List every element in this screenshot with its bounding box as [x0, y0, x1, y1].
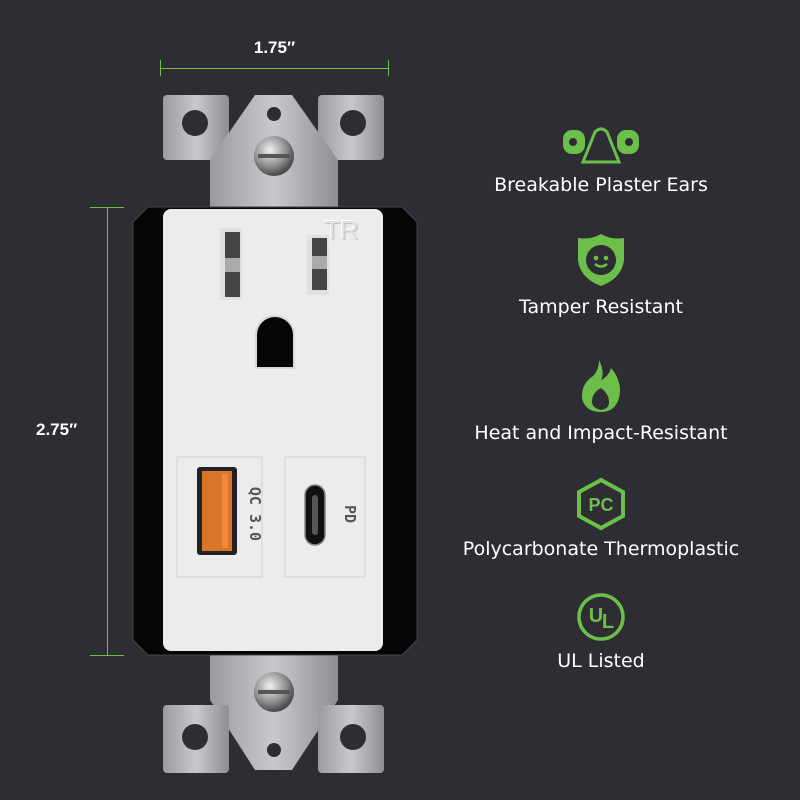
svg-text:PC: PC	[588, 495, 613, 515]
usb-a-label: QC 3.0	[246, 486, 264, 542]
feature-label: Heat and Impact-Resistant	[474, 422, 728, 444]
child-shield-icon	[578, 234, 624, 286]
top-mounting-strap	[163, 95, 384, 210]
height-label: 2.75″	[36, 418, 78, 442]
feature-tamper-resistant: Tamper Resistant	[440, 232, 762, 318]
svg-text:L: L	[602, 611, 614, 633]
width-label: 1.75″	[253, 38, 296, 57]
svg-text:U: U	[589, 605, 603, 627]
width-dimension	[160, 60, 389, 76]
flame-icon	[581, 360, 620, 412]
receptacle	[220, 228, 329, 369]
outlet-image	[132, 95, 418, 773]
height-dimension	[90, 207, 124, 656]
bottom-mounting-strap	[163, 648, 384, 773]
plaster-ears-icon	[563, 127, 639, 164]
feature-polycarbonate: PC Polycarbonate Thermoplastic	[440, 478, 762, 560]
feature-heat-resistant: Heat and Impact-Resistant	[440, 358, 762, 444]
usb-c-port	[304, 484, 326, 546]
feature-ul-listed: U L UL Listed	[440, 592, 762, 672]
feature-label: UL Listed	[557, 650, 645, 672]
feature-label: Polycarbonate Thermoplastic	[462, 538, 740, 560]
usb-c-label: PD	[341, 504, 359, 524]
feature-label: Breakable Plaster Ears	[494, 174, 708, 196]
tr-mark: TR	[324, 215, 359, 245]
pc-hexagon-icon: PC	[577, 478, 625, 530]
feature-label: Tamper Resistant	[519, 296, 683, 318]
usb-a-port	[197, 467, 237, 555]
ul-icon: U L	[577, 593, 625, 641]
feature-plaster-ears: Breakable Plaster Ears	[440, 124, 762, 196]
